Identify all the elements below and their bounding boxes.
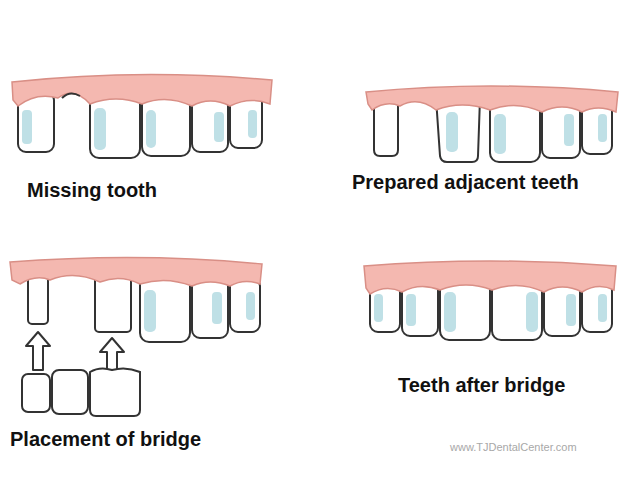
bridge-placement-figure — [10, 257, 262, 416]
panel-caption: Teeth after bridge — [398, 373, 565, 397]
after-bridge-figure — [364, 261, 616, 340]
missing-tooth-figure — [12, 74, 272, 158]
watermark: www.TJDentalCenter.com — [450, 441, 577, 454]
panel-caption: Prepared adjacent teeth — [352, 170, 579, 194]
prepared-teeth-figure — [366, 86, 618, 162]
panel-caption: Placement of bridge — [10, 427, 201, 451]
panel-caption: Missing tooth — [27, 178, 157, 202]
